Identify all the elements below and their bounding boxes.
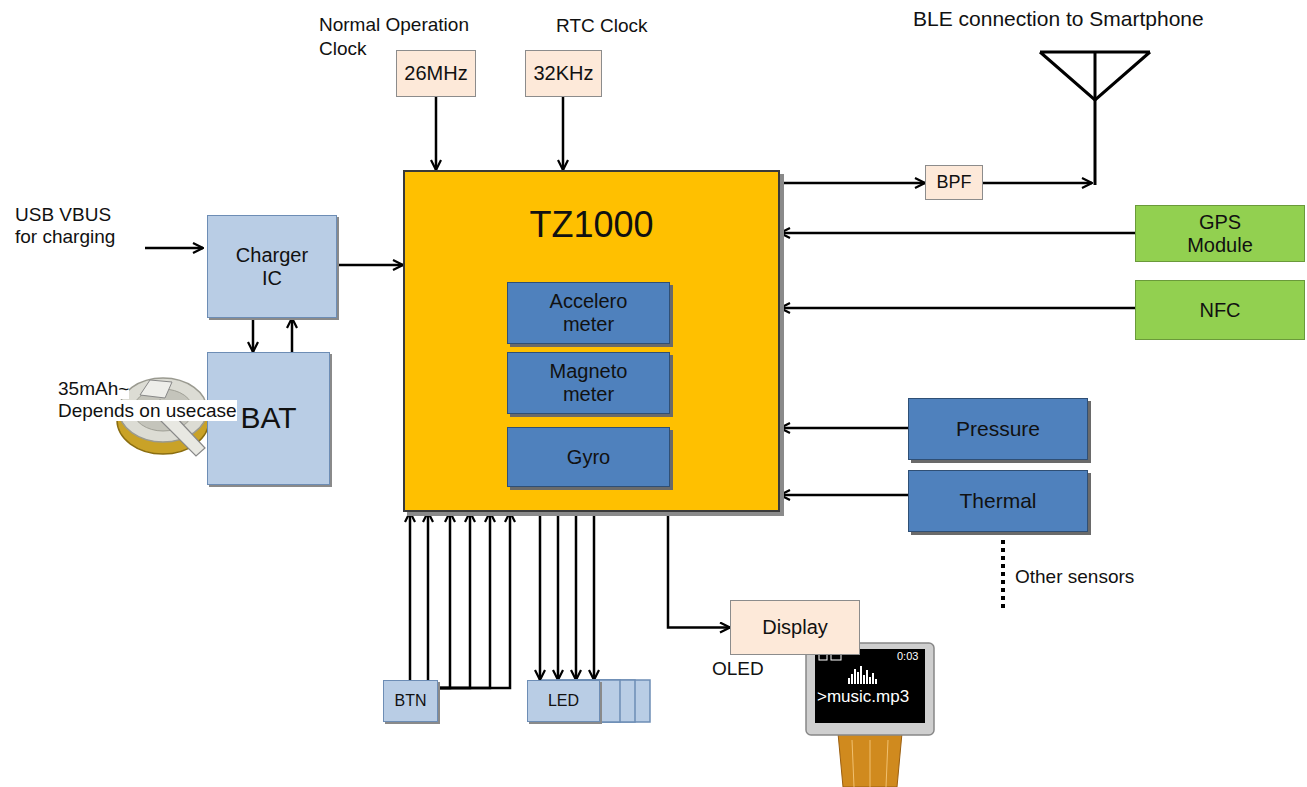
- flex-trace: [852, 740, 854, 787]
- antenna-feed-arrow: [983, 182, 1092, 185]
- screen-filename: >music.mp3: [817, 686, 909, 708]
- histogram-bar: [872, 673, 874, 684]
- connector-arrow: [780, 427, 908, 430]
- antenna-symbol: [1040, 52, 1150, 100]
- box-label: Display: [762, 616, 828, 639]
- oled-frame: [806, 643, 934, 735]
- box-label: Gyro: [567, 446, 610, 469]
- histogram-bar: [869, 677, 871, 684]
- box-label: GPS Module: [1175, 211, 1265, 257]
- box-label: LED: [548, 692, 579, 710]
- connector-arrow: [337, 264, 403, 267]
- clock-box: Normal Operation Clock26MHz: [396, 50, 476, 97]
- box-label: Accelero meter: [534, 290, 644, 336]
- screen-histogram: [848, 666, 877, 684]
- box-label: Charger IC: [232, 244, 312, 290]
- sensor-box: Gyro: [507, 427, 670, 487]
- box-label: NFC: [1199, 299, 1240, 322]
- flex-trace: [886, 740, 888, 787]
- antenna-mast: [1094, 52, 1097, 185]
- connector-arrow: [438, 512, 450, 688]
- box-label: BPF: [936, 172, 971, 193]
- box-label: BTN: [395, 692, 427, 710]
- antenna-caption: BLE connection to Smartphone: [913, 8, 1204, 30]
- sensor-note: Other sensors: [1015, 566, 1134, 588]
- battery-caption: 35mAh~ Depends on usecase: [58, 378, 237, 421]
- charger-box: Charger IC: [207, 215, 337, 318]
- oled-module: [806, 643, 934, 787]
- sensor-box: Thermal: [908, 470, 1088, 532]
- histogram-bar: [854, 669, 856, 684]
- connector-arrow: [438, 512, 470, 688]
- module-box: GPS Module: [1135, 205, 1305, 262]
- connector-arrow: [668, 512, 730, 628]
- connector-arrow: [780, 494, 908, 497]
- input-caption: USB VBUS for charging: [15, 204, 121, 248]
- histogram-bar: [851, 674, 853, 684]
- histogram-bar: [857, 672, 859, 684]
- histogram-bar: [875, 679, 877, 684]
- connector-arrow: [435, 97, 438, 170]
- histogram-bar: [866, 670, 868, 684]
- flex-trace: [870, 740, 871, 787]
- box-heading: RTC Clock: [556, 14, 648, 38]
- histogram-bar: [848, 678, 850, 684]
- button-box: BTN: [383, 680, 438, 722]
- coin-tab: [140, 380, 172, 398]
- sensor-box: Accelero meter: [507, 282, 670, 344]
- screen-time: 0:03: [897, 650, 918, 663]
- box-label: TZ1000: [529, 204, 653, 245]
- sensor-box: Magneto meter: [507, 352, 670, 414]
- connector-arrow: [575, 512, 578, 680]
- box-heading: Normal Operation Clock: [319, 13, 469, 61]
- connector-arrow: [593, 512, 596, 680]
- flex-cable: [838, 733, 902, 787]
- display-type-label: OLED: [712, 658, 764, 680]
- connector-arrow: [557, 512, 560, 680]
- caption-box: 35mAh~ Depends on usecase: [58, 378, 320, 422]
- histogram-bar: [860, 666, 862, 684]
- box-label: Thermal: [959, 489, 1036, 513]
- box-label: Magneto meter: [534, 360, 644, 406]
- connector-arrow: [780, 232, 1135, 235]
- oled-screen: [815, 649, 925, 723]
- histogram-bar: [863, 675, 865, 684]
- connector-arrow: [562, 97, 565, 170]
- connector-arrow: [409, 512, 412, 680]
- connector-arrow: [291, 318, 294, 352]
- more-sensors-dots: [1001, 540, 1005, 612]
- box-label: BAT: [240, 401, 296, 436]
- connector-arrow: [780, 307, 1135, 310]
- sensor-box: Pressure: [908, 398, 1088, 460]
- box-label: Pressure: [956, 417, 1040, 441]
- clock-box: RTC Clock32KHz: [525, 50, 602, 97]
- connector-arrow: [252, 318, 255, 352]
- connector-arrow: [539, 512, 542, 680]
- soc-box: TZ1000Accelero meterMagneto meterGyro: [403, 170, 780, 512]
- connector-arrow: [438, 512, 490, 688]
- connector-arrow: [427, 512, 430, 680]
- box-label: 26MHz: [404, 62, 467, 85]
- filter-box: BPF: [925, 165, 983, 200]
- module-box: NFC: [1135, 280, 1305, 340]
- display-box: Display: [730, 600, 860, 655]
- connector-arrow: [438, 512, 510, 688]
- wrap-spacer: [140, 378, 320, 398]
- led-box: LED: [527, 680, 600, 722]
- box-label: 32KHz: [533, 62, 593, 85]
- connector-arrow: [780, 182, 925, 185]
- charging-input-arrow: [145, 247, 203, 250]
